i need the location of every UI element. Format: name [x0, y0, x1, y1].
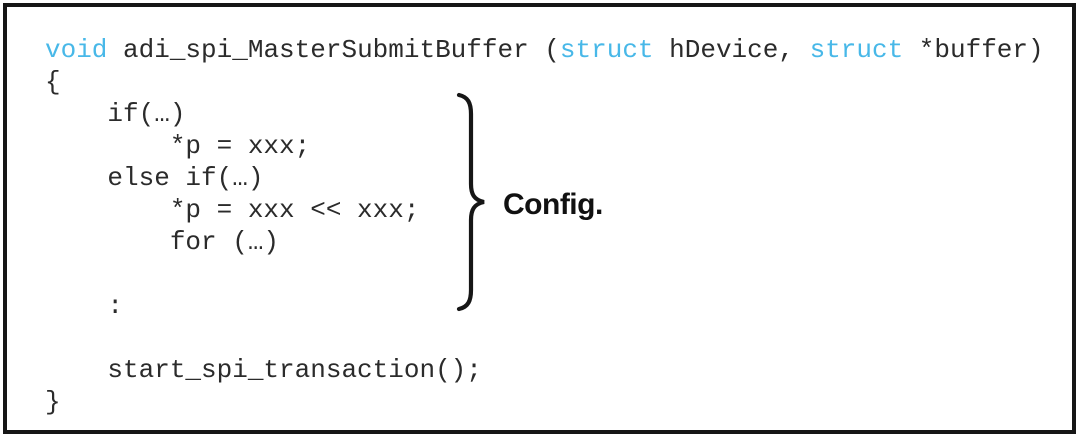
annotation-brace: [451, 91, 491, 313]
code-line: }: [45, 386, 1044, 418]
code-text: *p = xxx;: [45, 131, 311, 161]
code-line: [45, 258, 1044, 290]
code-line: else if(…): [45, 162, 1044, 194]
code-text: {: [45, 67, 61, 97]
code-figure-border: void adi_spi_MasterSubmitBuffer (struct …: [3, 3, 1076, 434]
code-text: *p = xxx << xxx;: [45, 195, 420, 225]
code-text: adi_spi_MasterSubmitBuffer (: [107, 35, 560, 65]
code-text: for (…): [45, 227, 280, 257]
code-text: if(…): [45, 99, 186, 129]
code-line: for (…): [45, 226, 1044, 258]
code-text: hDevice,: [653, 35, 810, 65]
code-block: void adi_spi_MasterSubmitBuffer (struct …: [45, 34, 1044, 418]
curly-brace-icon: [456, 92, 485, 312]
code-line: [45, 322, 1044, 354]
code-text: *buffer): [903, 35, 1044, 65]
code-line: start_spi_transaction();: [45, 354, 1044, 386]
code-line: *p = xxx << xxx;: [45, 194, 1044, 226]
code-keyword: struct: [559, 35, 654, 65]
code-line: *p = xxx;: [45, 130, 1044, 162]
code-line: void adi_spi_MasterSubmitBuffer (struct …: [45, 34, 1044, 66]
code-text: :: [45, 291, 124, 321]
code-keyword: struct: [809, 35, 904, 65]
code-keyword: void: [45, 35, 108, 65]
code-line: if(…): [45, 98, 1044, 130]
code-line: {: [45, 66, 1044, 98]
code-text: start_spi_transaction();: [45, 355, 482, 385]
code-text: }: [45, 387, 61, 417]
annotation-label: Config.: [503, 188, 603, 221]
code-line: :: [45, 290, 1044, 322]
code-text: else if(…): [45, 163, 264, 193]
